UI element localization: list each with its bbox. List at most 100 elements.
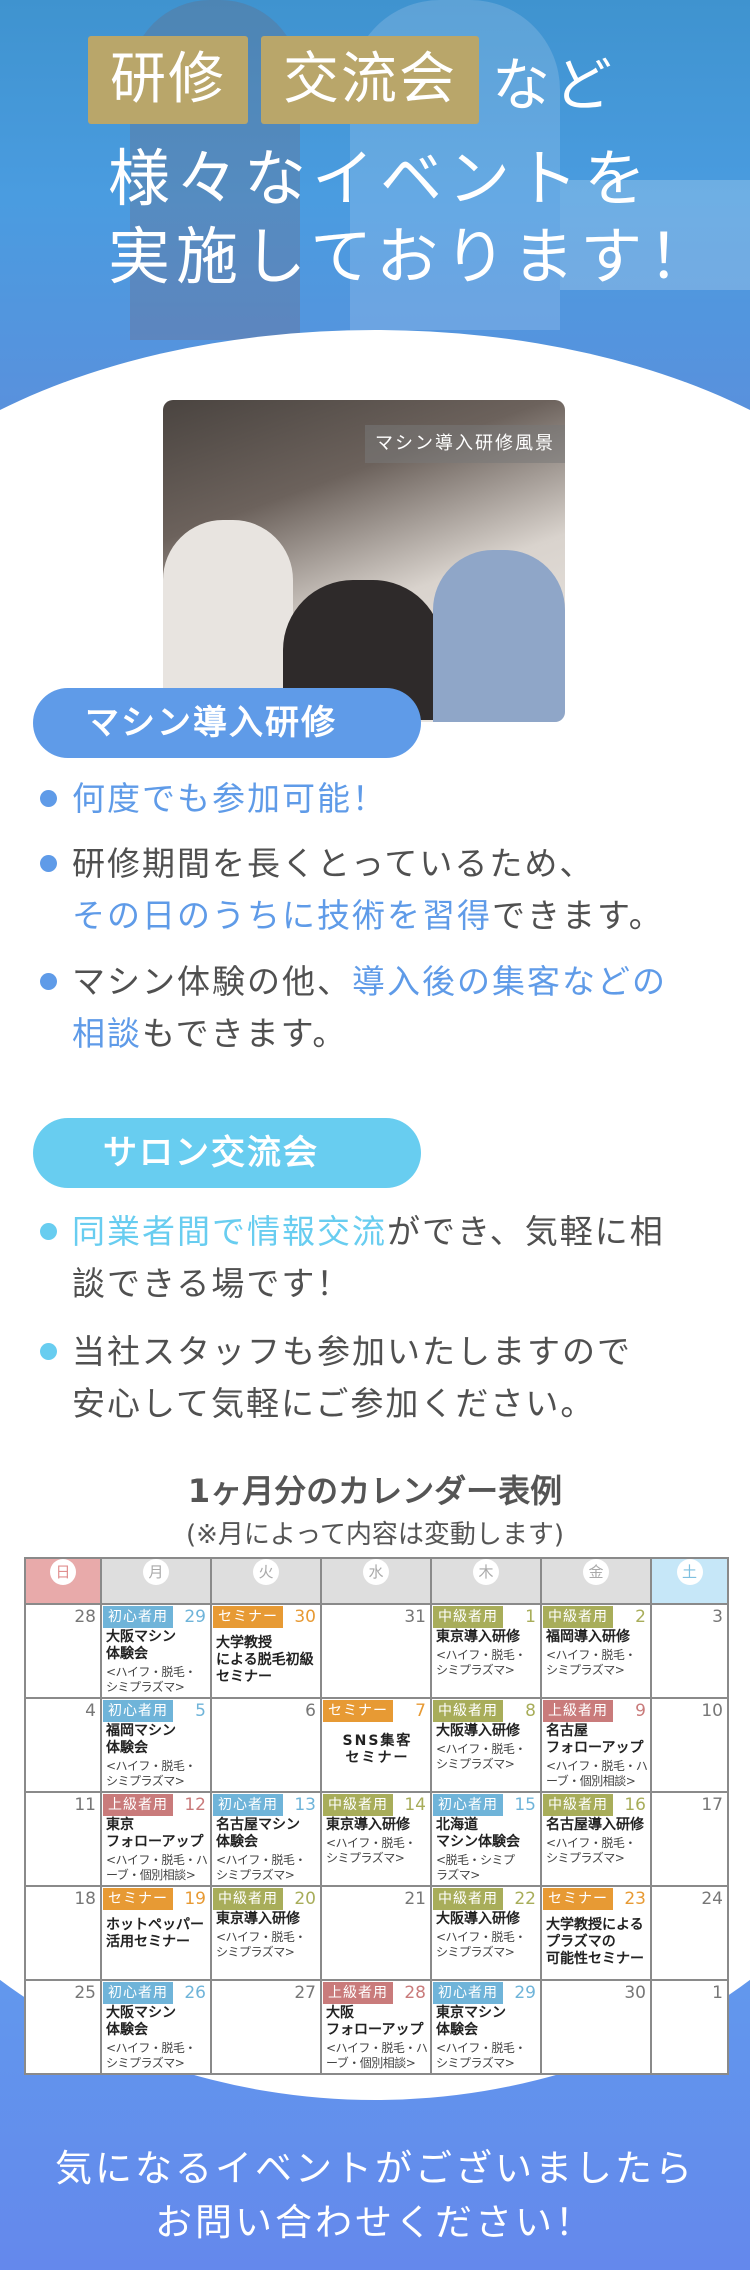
event-level-tag: 中級者用 <box>433 1606 503 1628</box>
event-level-tag: 中級者用 <box>543 1606 613 1628</box>
bullet-text: もできます。 <box>142 1014 348 1053</box>
weekday-label: 金 <box>583 1559 609 1585</box>
event-level-tag: 初心者用 <box>103 1982 173 2004</box>
event-title: 福岡導入研修 <box>546 1629 630 1645</box>
training-photo: マシン導入研修風景 <box>163 400 565 722</box>
event-title: 大学教授 による脱毛初級 セミナー <box>216 1635 314 1685</box>
weekday-header: 火 <box>210 1557 322 1605</box>
calendar-day-cell: 31 <box>320 1603 432 1699</box>
weekday-header: 日 <box>24 1557 102 1605</box>
day-number: 20 <box>294 1889 316 1909</box>
calendar-day-cell: 21 <box>320 1885 432 1981</box>
event-title: 大阪マシン 体験会 <box>106 1629 176 1662</box>
weekday-label: 木 <box>473 1559 499 1585</box>
bullet-text: 研修期間を長くとっているため、 <box>72 844 595 883</box>
event-title: 大阪導入研修 <box>436 1911 520 1927</box>
event-level-tag: 上級者用 <box>323 1982 393 2004</box>
day-number: 17 <box>701 1795 723 1815</box>
event-info: 名古屋 フォローアップ <ハイフ・脱毛・ハ ーブ・個別相談> <box>546 1723 649 1789</box>
weekday-label: 土 <box>676 1559 703 1585</box>
bullet-dot-icon <box>40 855 57 872</box>
event-title: 名古屋 フォローアップ <box>546 1723 644 1756</box>
event-title: 大阪マシン 体験会 <box>106 2005 176 2038</box>
day-number: 9 <box>635 1701 646 1721</box>
event-info: 大阪マシン 体験会<ハイフ・脱毛・ シミプラズマ> <box>106 1629 209 1695</box>
weekday-label: 月 <box>143 1559 169 1585</box>
event-level-tag: セミナー <box>543 1888 613 1910</box>
event-level-tag: 中級者用 <box>433 1888 503 1910</box>
event-info: SNS集客 セミナー <box>326 1723 429 1767</box>
calendar-subtitle: (※月によって内容は変動します) <box>186 1520 564 1550</box>
event-info: 福岡マシン 体験会<ハイフ・脱毛・ シミプラズマ> <box>106 1723 209 1789</box>
event-title: 大阪導入研修 <box>436 1723 520 1739</box>
bullet-dot-icon <box>40 1343 57 1360</box>
weekday-header: 水 <box>320 1557 432 1605</box>
highlight-text: 何度でも参加可能！ <box>72 779 387 818</box>
event-info: 大阪導入研修<ハイフ・脱毛・ シミプラズマ> <box>436 1723 539 1772</box>
section-title-salon-exchange: サロン交流会 <box>33 1118 421 1188</box>
event-level-tag: 初心者用 <box>433 1982 503 2004</box>
day-number: 3 <box>712 1607 723 1627</box>
event-info: 東京導入研修<ハイフ・脱毛・ シミプラズマ> <box>436 1629 539 1678</box>
calendar-day-cell: 11 <box>24 1791 102 1887</box>
bullet-item: 当社スタッフも参加いたしますので 安心して気軽にご参加ください。 <box>40 1326 740 1430</box>
bullet-text: できます。 <box>492 896 664 935</box>
event-info: 大阪導入研修<ハイフ・脱毛・ シミプラズマ> <box>436 1911 539 1960</box>
day-number: 21 <box>404 1889 426 1909</box>
event-detail: <ハイフ・脱毛・ハ ーブ・個別相談> <box>546 1759 648 1788</box>
day-number: 28 <box>404 1983 426 2003</box>
hero-tag-exchange: 交流会 <box>261 36 479 124</box>
weekday-label: 火 <box>253 1559 279 1585</box>
event-title: 大阪 フォローアップ <box>326 2005 424 2038</box>
hero-banner: 研修 交流会 など 様々なイベントを 実施しております！ <box>0 0 750 440</box>
day-number: 24 <box>701 1889 723 1909</box>
day-number: 10 <box>701 1701 723 1721</box>
event-title: 名古屋導入研修 <box>546 1817 644 1833</box>
weekday-label: 水 <box>363 1559 389 1585</box>
event-level-tag: 初心者用 <box>103 1700 173 1722</box>
hero-photo-desk <box>560 180 750 290</box>
bullet-dot-icon <box>40 790 57 807</box>
event-level-tag: セミナー <box>103 1888 173 1910</box>
day-number: 11 <box>74 1795 96 1815</box>
calendar-day-cell: 25 <box>24 1979 102 2075</box>
calendar-day-cell: 6 <box>210 1697 322 1793</box>
hero-tag-training: 研修 <box>88 36 248 124</box>
calendar-day-cell: 30 <box>540 1979 652 2075</box>
calendar-day-cell: 27 <box>210 1979 322 2075</box>
event-level-tag: セミナー <box>213 1606 283 1628</box>
day-number: 31 <box>404 1607 426 1627</box>
event-info: 東京マシン 体験会<ハイフ・脱毛・ シミプラズマ> <box>436 2005 539 2071</box>
event-detail: <ハイフ・脱毛・ シミプラズマ> <box>436 2041 526 2070</box>
bullet-item: 研修期間を長くとっているため、 その日のうちに技術を習得できます。 <box>40 838 740 942</box>
weekday-header: 土 <box>650 1557 729 1605</box>
day-number: 28 <box>74 1607 96 1627</box>
bullet-text: マシン体験の他、 <box>72 962 352 1001</box>
hero-tag-suffix: など <box>492 51 617 119</box>
day-number: 30 <box>624 1983 646 2003</box>
day-number: 6 <box>305 1701 316 1721</box>
